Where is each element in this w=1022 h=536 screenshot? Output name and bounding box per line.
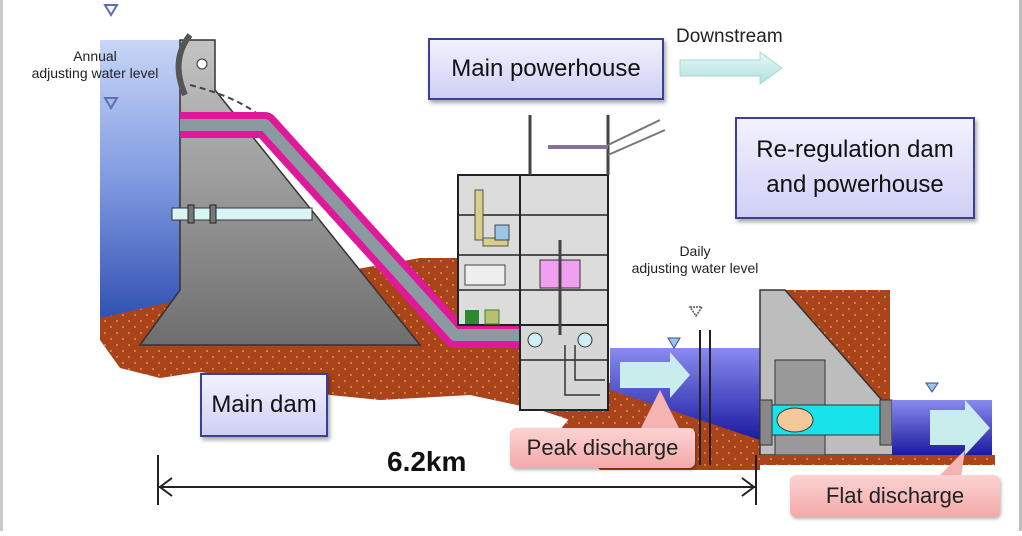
radial-gate [175,33,193,97]
water-level-icon [925,382,939,393]
downstream-label: Downstream [676,26,783,47]
water-level-icon [103,97,119,110]
peak-flow-arrow-icon [620,352,690,398]
outlet-pipe [171,207,313,221]
distance-label: 6.2km [387,446,467,477]
main-powerhouse-building [457,115,666,411]
flat-discharge-callout: Flat discharge [790,475,1000,517]
reregulation-dam [755,289,995,465]
flat-flow-arrow-icon [930,400,990,455]
main-dam-label: Main dam [200,373,328,437]
annual-water-level-label: Annual adjusting water level [31,48,159,81]
main-powerhouse-label: Main powerhouse [428,38,664,100]
water-level-icon [103,4,119,17]
daily-water-level-label: Daily adjusting water level [631,243,759,276]
water-level-icon [667,337,681,349]
right-frame-border [1019,0,1022,531]
reservoir-water [100,40,180,322]
peak-discharge-callout: Peak discharge [510,428,695,468]
reregulation-dam-label: Re-regulation dam and powerhouse [735,117,975,219]
downstream-arrow-icon [679,51,783,85]
left-frame-border [0,0,3,531]
gate-pivot [196,58,208,70]
water-level-icon [688,306,704,318]
